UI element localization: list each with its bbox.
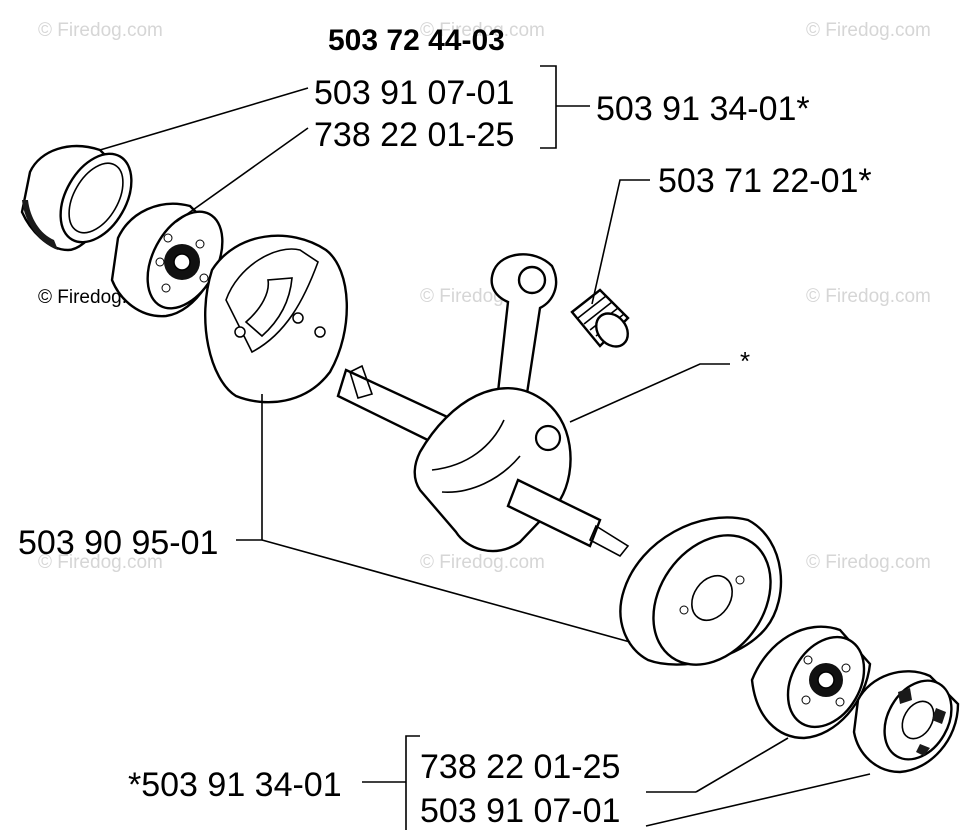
watermark-5: © Firedog.com (806, 286, 931, 307)
label-crank-half: 503 90 95-01 (18, 524, 218, 562)
label-crank-asterisk: * (740, 346, 750, 376)
crank-half-left[interactable] (204, 234, 348, 404)
watermark-6: © Firedog.com (38, 552, 163, 573)
assembly-number: 503 72 44-03 (328, 24, 505, 57)
label-seal-bottom: 503 91 07-01 (420, 792, 620, 830)
ball-bearing-bottom[interactable] (750, 623, 879, 740)
watermark-7: © Firedog.com (420, 552, 545, 573)
label-kit-bottom: *503 91 34-01 (128, 766, 342, 804)
label-bearing-bottom: 738 22 01-25 (420, 748, 620, 786)
crank-half-right[interactable] (619, 513, 794, 687)
crankshaft-main[interactable] (336, 253, 630, 558)
watermark-8: © Firedog.com (806, 552, 931, 573)
needle-bearing[interactable] (570, 288, 634, 353)
label-kit-top: 503 91 34-01* (596, 90, 810, 128)
label-seal-top: 503 91 07-01 (314, 74, 514, 112)
oil-seal-top[interactable] (20, 141, 146, 254)
label-bearing-top: 738 22 01-25 (314, 116, 514, 154)
ball-bearing-top[interactable] (110, 199, 238, 321)
oil-seal-bottom[interactable] (852, 669, 965, 774)
watermark-3: © Firedog.com (806, 20, 931, 41)
watermark-1: © Firedog.com (38, 20, 163, 41)
label-needle-bearing: 503 71 22-01* (658, 162, 872, 200)
leader-lines (99, 65, 871, 830)
watermark-2: © Firedog.com (420, 20, 545, 41)
